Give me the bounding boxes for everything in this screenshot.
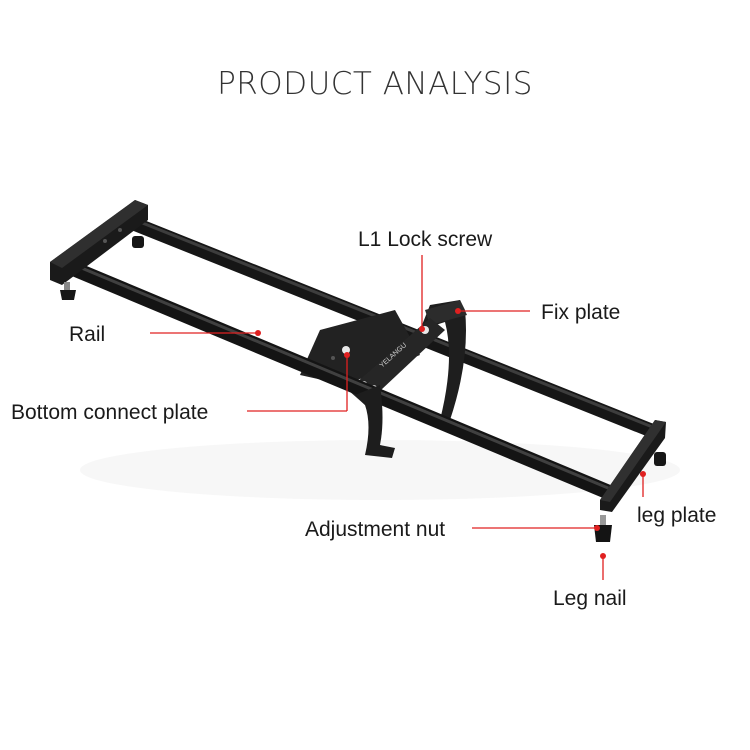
carriage-bracket	[355, 385, 395, 458]
label-leg-nail: Leg nail	[553, 587, 627, 610]
left-end-plate	[50, 200, 148, 285]
label-lock-screw: L1 Lock screw	[358, 228, 493, 251]
label-leg-plate: leg plate	[637, 504, 717, 527]
rail-front	[64, 260, 616, 500]
label-adjustment-nut: Adjustment nut	[305, 518, 446, 541]
page-title: PRODUCT ANALYSIS	[217, 66, 533, 102]
callout-dots	[255, 308, 646, 559]
fix-plate	[420, 300, 466, 420]
label-rail: Rail	[69, 323, 106, 346]
carriage-strap	[348, 318, 445, 405]
label-bottom-connect-plate: Bottom connect plate	[11, 401, 209, 424]
left-legs	[60, 236, 144, 300]
label-fix-plate: Fix plate	[541, 301, 621, 324]
leader-lines	[150, 255, 644, 580]
